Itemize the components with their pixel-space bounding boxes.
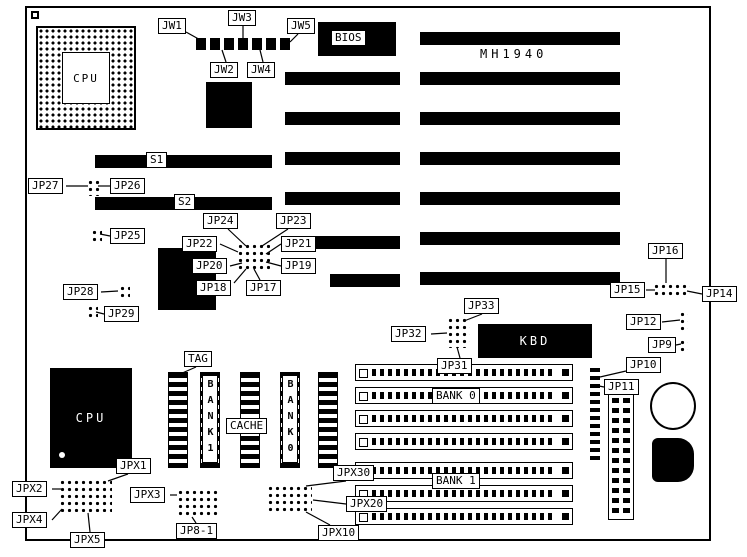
- jumper-label-jp11: JP11: [604, 379, 639, 395]
- jumper-pin-block-jp29: [86, 304, 98, 320]
- isa-slot-bar: [420, 72, 620, 85]
- jumper-pin-block-jp9: [678, 338, 688, 352]
- isa-slot-bar: [420, 32, 620, 45]
- jumper-label-jp9: JP9: [648, 337, 676, 353]
- jumper-pin-block-jpx2-jpx5: [58, 478, 112, 512]
- jumper-label-jw3: JW3: [228, 10, 256, 26]
- din-connector-outline: [650, 382, 696, 430]
- jumper-label-jp29: JP29: [104, 306, 139, 322]
- bank1-label: BANK 1: [432, 473, 480, 489]
- jumper-pin-block-jp25: [90, 228, 102, 242]
- jumper-pin-block-jp17-jp24: [236, 242, 270, 270]
- jumper-label-jp23: JP23: [276, 213, 311, 229]
- isa-slot-bar: [420, 192, 620, 205]
- jumper-label-jw5: JW5: [287, 18, 315, 34]
- isa-slot-bar: [310, 236, 400, 249]
- cpu-socket: CPU: [36, 26, 136, 130]
- jumper-label-jw4: JW4: [247, 62, 275, 78]
- jumper-label-jp21: JP21: [281, 236, 316, 252]
- jumper-label-jp31: JP31: [437, 358, 472, 374]
- isa-slot-bar: [285, 152, 400, 165]
- jumper-label-jp16: JP16: [648, 243, 683, 259]
- jumper-label-jp20: JP20: [192, 258, 227, 274]
- isa-slot-bar: [285, 112, 400, 125]
- isa-slot-bar: [285, 72, 400, 85]
- isa-slot-bar: [420, 112, 620, 125]
- header-strip-jp10-jp11: [590, 368, 600, 462]
- simm-slot: [355, 433, 573, 450]
- jumper-pin-block-jp31-jp33: [446, 316, 470, 348]
- cache-bank0-vertical-label: BANK0: [282, 375, 298, 463]
- isa-slot-bar: [330, 274, 400, 287]
- isa-slot-bar: [95, 155, 272, 168]
- jumper-label-jp25: JP25: [110, 228, 145, 244]
- cpu-chip: CPU: [50, 368, 132, 468]
- cpu-chip-label: CPU: [75, 411, 107, 425]
- slot-label-s1: S1: [146, 152, 168, 168]
- jumper-pin-block-jp28: [118, 284, 130, 300]
- simm-chips: [372, 415, 554, 422]
- jumper-label-jpx4: JPX4: [12, 512, 47, 528]
- isa-slot-bar: [420, 232, 620, 245]
- jumper-label-jp8-1: JP8-1: [176, 523, 218, 539]
- cache-bank1-vertical-label: BANK1: [202, 375, 218, 463]
- jumper-label-jpx5: JPX5: [70, 532, 105, 548]
- slot-label-s2: S2: [174, 194, 196, 210]
- board-model: MH1940: [480, 47, 548, 61]
- mounting-hole: [31, 11, 39, 19]
- jumper-strip-jw: [196, 38, 292, 50]
- kbd-label: KBD: [519, 334, 551, 348]
- jumper-label-jp27: JP27: [28, 178, 63, 194]
- power-connector: [608, 394, 634, 520]
- cache-label: CACHE: [226, 418, 268, 434]
- jumper-label-jp22: JP22: [182, 236, 217, 252]
- kbd-connector: KBD: [478, 324, 592, 358]
- jumper-label-jp18: JP18: [196, 280, 231, 296]
- simm-chips: [372, 490, 554, 497]
- jumper-label-jpx30: JPX30: [333, 465, 375, 481]
- jumper-label-jpx3: JPX3: [130, 487, 165, 503]
- jumper-pin-block-jp14-jp16: [652, 282, 690, 296]
- ic-chip: [206, 82, 252, 128]
- jumper-label-jp19: JP19: [281, 258, 316, 274]
- jumper-label-jp12: JP12: [626, 314, 661, 330]
- isa-slot-bar: [285, 192, 400, 205]
- jumper-label-jp32: JP32: [391, 326, 426, 342]
- cache-chip-column: [168, 372, 188, 468]
- simm-chips: [372, 513, 554, 520]
- isa-slot-bar: [420, 152, 620, 165]
- jumper-label-jp28: JP28: [63, 284, 98, 300]
- jumper-pin-block-jpx3-jp8-1: [176, 488, 218, 516]
- keyboard-din-connector: [652, 438, 694, 482]
- jumper-label-jpx20: JPX20: [346, 496, 388, 512]
- jumper-label-jpx2: JPX2: [12, 481, 47, 497]
- jumper-pin-block-jp12: [678, 310, 688, 332]
- jumper-label-jp26: JP26: [110, 178, 145, 194]
- jumper-label-jpx1: JPX1: [116, 458, 151, 474]
- cpu-socket-label: CPU: [62, 52, 110, 104]
- jumper-label-jw1: JW1: [158, 18, 186, 34]
- jumper-label-jw2: JW2: [210, 62, 238, 78]
- jumper-label-jp14: JP14: [702, 286, 737, 302]
- jumper-label-jp15: JP15: [610, 282, 645, 298]
- bios-label: BIOS: [331, 30, 366, 46]
- bank0-label: BANK 0: [432, 388, 480, 404]
- jumper-label-jp33: JP33: [464, 298, 499, 314]
- jumper-label-jp17: JP17: [246, 280, 281, 296]
- simm-slot: [355, 410, 573, 427]
- simm-slot: [355, 508, 573, 525]
- jumper-pin-block-jpx10-jpx30: [266, 484, 312, 512]
- jumper-label-jp10: JP10: [626, 357, 661, 373]
- jumper-pin-block-jp26-jp27: [86, 178, 100, 196]
- jumper-label-jpx10: JPX10: [318, 525, 360, 541]
- tag-label: TAG: [184, 351, 212, 367]
- isa-slot-bar: [420, 272, 620, 285]
- jumper-label-jp24: JP24: [203, 213, 238, 229]
- cache-chip-column: [318, 372, 338, 468]
- simm-chips: [372, 467, 554, 474]
- simm-chips: [372, 438, 554, 445]
